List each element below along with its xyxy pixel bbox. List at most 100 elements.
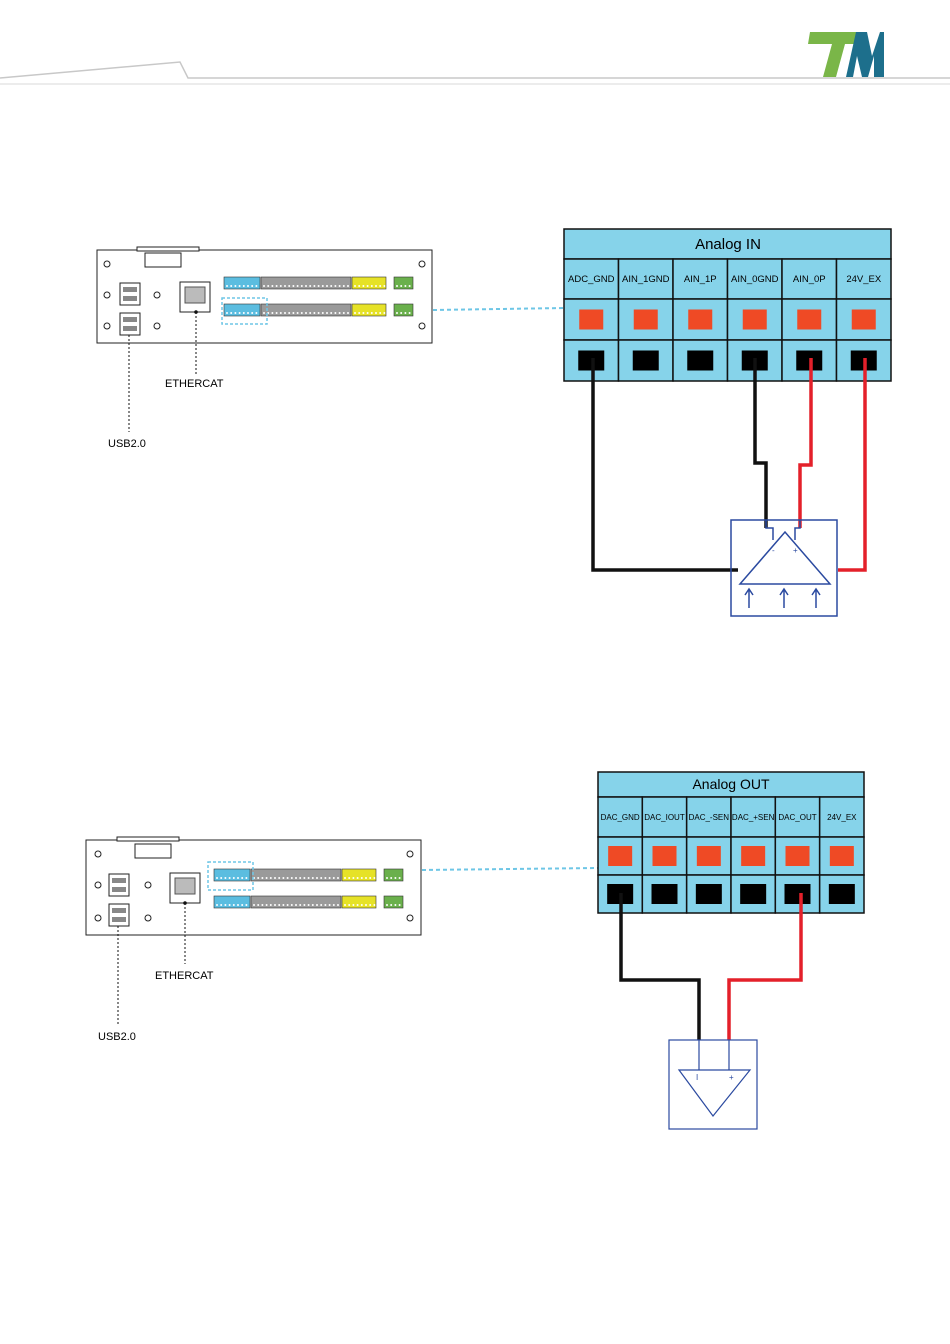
- pin-dot: [386, 904, 388, 906]
- pin-dot: [399, 877, 401, 879]
- pin-dot: [239, 285, 241, 287]
- pin-dot: [270, 877, 272, 879]
- pin-dot: [271, 312, 273, 314]
- pin-dot: [361, 904, 363, 906]
- pin-dot: [354, 285, 356, 287]
- pin-dot: [251, 285, 253, 287]
- pin-dot: [357, 877, 359, 879]
- pin-dot: [309, 285, 311, 287]
- pin-dot: [226, 312, 228, 314]
- ethernet-port-icon: [180, 282, 210, 312]
- header: [0, 62, 950, 84]
- pin-dot: [261, 904, 263, 906]
- terminal-strip-segment: [214, 896, 250, 908]
- pin-dot: [320, 904, 322, 906]
- pin-dot: [322, 312, 324, 314]
- pin-dot: [267, 285, 269, 287]
- pin-dot: [237, 877, 239, 879]
- pin-dot: [318, 312, 320, 314]
- pin-dot: [322, 285, 324, 287]
- pin-dot: [280, 312, 282, 314]
- analog-in-title: Analog IN: [695, 236, 761, 253]
- controller-panel-top: [97, 247, 432, 343]
- pin-dot: [301, 285, 303, 287]
- terminal-strip-segment: [352, 304, 386, 316]
- pin-dot: [367, 285, 369, 287]
- wire-socket-icon: [829, 884, 855, 904]
- pin-dot: [233, 877, 235, 879]
- pin-dot: [333, 877, 335, 879]
- release-button-icon: [786, 846, 810, 866]
- pin-dot: [347, 285, 349, 287]
- pin-dot: [216, 877, 218, 879]
- wire-socket-icon: [633, 351, 659, 371]
- svg-text:-: -: [772, 546, 775, 555]
- pin-dot: [390, 904, 392, 906]
- pin-dot: [373, 904, 375, 906]
- amplifier-bottom: [669, 1040, 757, 1129]
- pin-dot: [362, 285, 364, 287]
- pin-dot: [329, 904, 331, 906]
- pin-dot: [379, 285, 381, 287]
- pin-dot: [291, 877, 293, 879]
- pin-dot: [284, 285, 286, 287]
- pin-dot: [230, 285, 232, 287]
- terminal-label: AIN_1P: [684, 274, 717, 285]
- controller-panel-bottom: [86, 837, 421, 935]
- pin-dot: [261, 877, 263, 879]
- pin-dot: [365, 877, 367, 879]
- release-button-icon: [697, 846, 721, 866]
- terminal-strip-segment: [261, 304, 351, 316]
- usb-label: USB2.0: [108, 438, 146, 450]
- pin-dot: [253, 904, 255, 906]
- pin-dot: [404, 312, 406, 314]
- pin-dot: [284, 312, 286, 314]
- pin-dot: [354, 312, 356, 314]
- pin-dot: [234, 312, 236, 314]
- pin-dot: [357, 904, 359, 906]
- wire-socket-icon: [687, 351, 713, 371]
- pin-dot: [337, 904, 339, 906]
- pin-dot: [237, 904, 239, 906]
- pin-dot: [241, 877, 243, 879]
- svg-text:+: +: [729, 1073, 734, 1082]
- terminal-strip-segment: [224, 277, 260, 289]
- pin-dot: [358, 285, 360, 287]
- pin-dot: [371, 285, 373, 287]
- pin-dot: [334, 285, 336, 287]
- pin-dot: [375, 285, 377, 287]
- pin-dot: [316, 904, 318, 906]
- pin-dot: [343, 312, 345, 314]
- pin-dot: [226, 285, 228, 287]
- pin-dot: [383, 285, 385, 287]
- pin-dot: [394, 904, 396, 906]
- pin-dot: [312, 904, 314, 906]
- connector-leader: [422, 868, 598, 870]
- pin-dot: [347, 312, 349, 314]
- pin-dot: [229, 877, 231, 879]
- pin-dot: [334, 312, 336, 314]
- pin-dot: [276, 312, 278, 314]
- pin-dot: [312, 877, 314, 879]
- pin-dot: [255, 285, 257, 287]
- pin-dot: [278, 904, 280, 906]
- pin-dot: [313, 285, 315, 287]
- terminal-label: AIN_1GND: [622, 274, 670, 285]
- connector-leader: [433, 308, 565, 310]
- pin-dot: [326, 312, 328, 314]
- release-button-icon: [653, 846, 677, 866]
- pin-dot: [224, 877, 226, 879]
- pin-dot: [287, 904, 289, 906]
- pin-dot: [291, 904, 293, 906]
- ethercat-label: ETHERCAT: [165, 378, 224, 390]
- pin-dot: [224, 904, 226, 906]
- pin-dot: [369, 904, 371, 906]
- pin-dot: [316, 877, 318, 879]
- pin-dot: [299, 877, 301, 879]
- pin-dot: [386, 877, 388, 879]
- pin-dot: [352, 877, 354, 879]
- terminal-strip-segment: [261, 277, 351, 289]
- release-button-icon: [688, 310, 712, 330]
- pin-dot: [344, 877, 346, 879]
